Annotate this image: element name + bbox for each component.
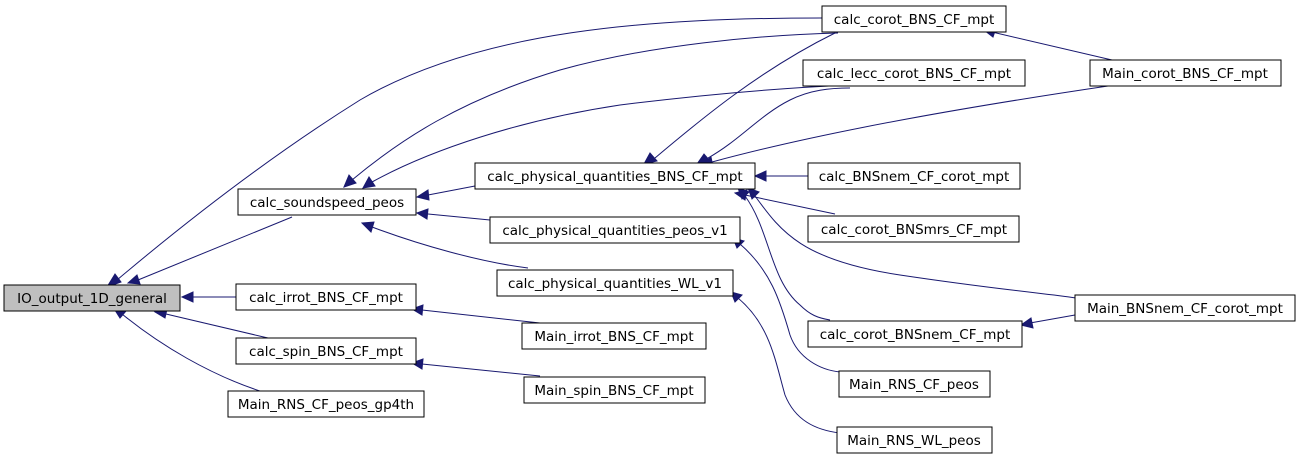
- node-label: calc_spin_BNS_CF_mpt: [249, 344, 403, 360]
- arrowhead-soundspeed-pqpeos: [415, 208, 429, 220]
- node-label: Main_RNS_CF_peos: [849, 377, 979, 393]
- arrowhead-io-output-irrot: [180, 291, 194, 303]
- node-label: calc_soundspeed_peos: [250, 195, 404, 211]
- arrowhead-soundspeed-corot: [343, 174, 357, 188]
- edge-soundspeed-pqpeos: [427, 213, 491, 221]
- node-lecc[interactable]: calc_lecc_corot_BNS_CF_mpt: [802, 59, 1026, 87]
- node-spin[interactable]: calc_spin_BNS_CF_mpt: [235, 337, 417, 365]
- edge-soundspeed-lecc: [371, 84, 851, 183]
- edge-corotnem-mainbnsnem: [1029, 314, 1076, 324]
- edge-pqbns-corotnem: [744, 195, 831, 321]
- edge-spin-mainspin: [421, 363, 541, 377]
- arrowhead-irrot-mainirrot: [410, 304, 424, 316]
- node-label: calc_irrot_BNS_CF_mpt: [249, 290, 403, 306]
- node-label: calc_corot_BNSmrs_CF_mpt: [821, 222, 1007, 238]
- node-corot[interactable]: calc_corot_BNS_CF_mpt: [821, 5, 1007, 33]
- node-label: IO_output_1D_general: [17, 291, 167, 307]
- edge-pqbns-corotmrs: [744, 194, 836, 215]
- nodes: IO_output_1D_general calc_soundspeed_peo…: [3, 5, 1296, 454]
- node-label: Main_spin_BNS_CF_mpt: [534, 383, 693, 399]
- node-corot-nem[interactable]: calc_corot_BNSnem_CF_mpt: [807, 320, 1023, 348]
- arrowhead-pqbns-corotnem: [737, 187, 750, 200]
- node-label: Main_RNS_WL_peos: [847, 433, 981, 449]
- edge-io-output-corot: [116, 17, 823, 281]
- edge-io-output-spin: [165, 313, 269, 339]
- node-io-output[interactable]: IO_output_1D_general: [3, 284, 181, 312]
- arrowhead-pqbns-corot: [643, 152, 658, 165]
- node-label: calc_corot_BNSnem_CF_mpt: [820, 327, 1011, 343]
- node-label: Main_corot_BNS_CF_mpt: [1102, 66, 1268, 82]
- node-label: calc_physical_quantities_WL_v1: [508, 276, 722, 292]
- arrowhead-soundspeed-pqwl: [360, 221, 375, 233]
- node-main-irrot[interactable]: Main_irrot_BNS_CF_mpt: [521, 322, 707, 350]
- edge-pqpeos-mainrnspeos: [739, 243, 841, 373]
- node-soundspeed[interactable]: calc_soundspeed_peos: [237, 188, 417, 216]
- arrowhead-pqbns-bnsnem: [753, 170, 767, 182]
- edge-pqwl-mainrnswl: [737, 297, 841, 434]
- edge-soundspeed-corot: [351, 32, 839, 181]
- node-corot-mrs[interactable]: calc_corot_BNSmrs_CF_mpt: [807, 215, 1020, 243]
- arrowhead-pqbns-mainbnsnem: [747, 187, 760, 200]
- arrowhead-pqwl-mainrnswl: [730, 291, 743, 303]
- node-label: calc_physical_quantities_BNS_CF_mpt: [487, 169, 742, 185]
- node-pq-bns[interactable]: calc_physical_quantities_BNS_CF_mpt: [474, 162, 756, 190]
- node-main-rns-wl[interactable]: Main_RNS_WL_peos: [836, 426, 993, 454]
- edge-soundspeed-pqwl: [371, 226, 529, 269]
- node-pq-peos[interactable]: calc_physical_quantities_peos_v1: [489, 216, 741, 244]
- node-irrot[interactable]: calc_irrot_BNS_CF_mpt: [235, 283, 417, 311]
- node-bnsnem-corot[interactable]: calc_BNSnem_CF_corot_mpt: [807, 162, 1021, 190]
- arrowhead-soundspeed-lecc: [362, 176, 376, 189]
- edge-pqbns-corot: [654, 32, 836, 159]
- edge-soundspeed-pqbns: [427, 185, 476, 196]
- arrowhead-spin-mainspin: [410, 358, 424, 370]
- edge-pqbns-maincorot: [711, 85, 1109, 163]
- edges: [116, 17, 1113, 434]
- node-main-rns-gp4th[interactable]: Main_RNS_CF_peos_gp4th: [227, 390, 425, 418]
- arrowhead-io-output-soundspeed: [126, 274, 141, 285]
- node-label: Main_RNS_CF_peos_gp4th: [238, 397, 414, 413]
- arrowhead-soundspeed-pqbns: [415, 189, 430, 201]
- node-label: calc_lecc_corot_BNS_CF_mpt: [817, 66, 1011, 82]
- node-main-rns-peos[interactable]: Main_RNS_CF_peos: [838, 370, 991, 398]
- edge-irrot-mainirrot: [421, 309, 541, 324]
- node-label: calc_physical_quantities_peos_v1: [502, 223, 727, 239]
- edge-io-output-gp4th: [121, 313, 264, 393]
- node-label: Main_BNSnem_CF_corot_mpt: [1087, 301, 1283, 317]
- node-pq-wl[interactable]: calc_physical_quantities_WL_v1: [496, 269, 734, 297]
- edge-pqbns-lecc: [707, 87, 851, 159]
- node-label: calc_corot_BNS_CF_mpt: [834, 12, 995, 28]
- node-label: Main_irrot_BNS_CF_mpt: [534, 329, 693, 345]
- edge-io-output-soundspeed: [137, 216, 293, 281]
- arrowhead-corotnem-mainbnsnem: [1019, 317, 1034, 329]
- node-main-spin[interactable]: Main_spin_BNS_CF_mpt: [523, 376, 706, 404]
- node-label: calc_BNSnem_CF_corot_mpt: [819, 169, 1010, 185]
- edge-pqbns-mainbnsnem: [754, 195, 1077, 299]
- edge-corot-maincorot: [991, 31, 1113, 61]
- node-main-bnsnem[interactable]: Main_BNSnem_CF_corot_mpt: [1074, 294, 1296, 322]
- node-main-corot[interactable]: Main_corot_BNS_CF_mpt: [1089, 59, 1282, 87]
